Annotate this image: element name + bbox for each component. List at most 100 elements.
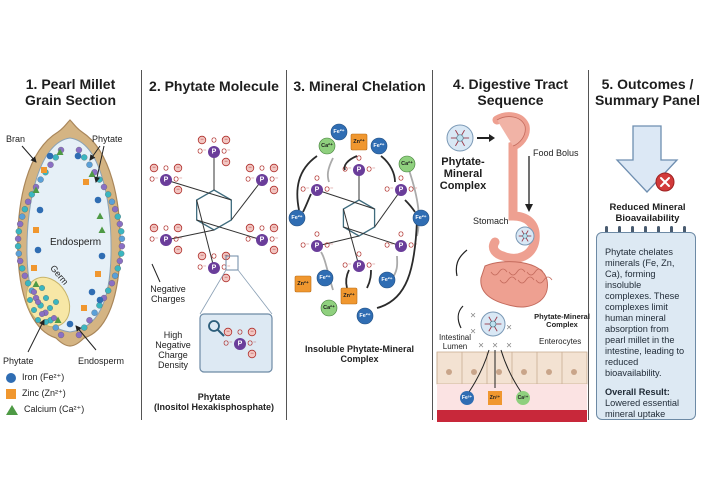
inositol-ring — [196, 189, 232, 231]
legend-calcium: Calcium (Ca²⁺) — [6, 404, 84, 415]
phytate-dot — [118, 228, 125, 235]
phosphorus-atom — [160, 234, 172, 246]
phytate-dot — [39, 285, 45, 291]
svg-text:Fe²⁺: Fe²⁺ — [333, 128, 344, 135]
phytate-dot — [47, 161, 54, 168]
negative-charge-icon — [149, 163, 159, 173]
svg-text:Zn²⁺: Zn²⁺ — [490, 395, 501, 401]
svg-text:O: O — [398, 176, 404, 183]
chelation-caption: Insoluble Phytate-Mineral Complex — [304, 344, 415, 364]
negative-charge-icon — [223, 327, 233, 337]
svg-text:Zn²⁺: Zn²⁺ — [353, 138, 365, 145]
germ — [25, 276, 71, 328]
phosphorus-atom — [395, 184, 407, 196]
iron-icon — [46, 152, 54, 160]
negative-charge-icon — [149, 223, 159, 233]
negative-charge-icon — [247, 327, 257, 337]
svg-text:−: − — [224, 137, 228, 143]
iron-icon — [66, 320, 74, 328]
phytate-dot — [100, 183, 108, 191]
svg-text:−: − — [176, 187, 180, 193]
phytate-dot — [118, 250, 125, 257]
svg-text:P: P — [164, 237, 169, 244]
panel-title: 5. Outcomes / Summary Panel — [594, 76, 701, 108]
complex-core — [522, 233, 528, 239]
svg-text:Zn²⁺: Zn²⁺ — [297, 280, 309, 287]
negative-charge-icon — [221, 157, 231, 167]
label-food-bolus: Food Bolus — [533, 148, 579, 158]
svg-text:P: P — [315, 187, 320, 194]
label-complex-large: Phytate- Mineral Complex — [439, 156, 487, 192]
phosphorus-atom — [208, 262, 220, 274]
calcium-icon — [56, 148, 64, 155]
cell-nucleus — [496, 369, 502, 375]
zinc-icon — [81, 305, 87, 311]
svg-text:−: − — [200, 253, 204, 259]
binding-arrow — [404, 199, 416, 213]
intestine-loop — [517, 276, 535, 284]
cell-nucleus — [521, 369, 527, 375]
panel-title: 3. Mineral Chelation — [293, 78, 426, 94]
intestines — [480, 261, 548, 308]
svg-text:−: − — [272, 225, 276, 231]
phytate-dot — [108, 280, 116, 287]
negative-charge-icon — [173, 245, 183, 255]
label-stomach: Stomach — [473, 216, 509, 226]
svg-text:O⁻: O⁻ — [384, 187, 393, 194]
svg-text:O⁻: O⁻ — [197, 149, 206, 156]
label-bran: Bran — [6, 134, 26, 144]
iron-icon — [88, 288, 96, 296]
svg-text:O⁻: O⁻ — [342, 263, 351, 270]
grain-illustration — [14, 119, 126, 353]
svg-text:O⁻: O⁻ — [245, 237, 254, 244]
label-intestinal-lumen: Intestinal Lumen — [438, 333, 472, 351]
svg-text:−: − — [200, 137, 204, 143]
svg-text:O: O — [314, 232, 320, 239]
mouth — [496, 116, 526, 147]
svg-text:P: P — [238, 341, 243, 348]
svg-text:O: O — [356, 156, 362, 163]
phytate-dot — [21, 206, 29, 213]
label-endosperm-center: Endosperm — [50, 237, 102, 248]
blocked-icon: × — [470, 327, 476, 338]
svg-text:−: − — [152, 165, 156, 171]
complex-core — [489, 320, 497, 328]
phytate-dot — [52, 324, 59, 331]
phytate-dot — [75, 331, 83, 339]
zoom-line — [237, 269, 273, 315]
calcium-triangle-icon — [6, 404, 18, 415]
negative-charge-icon — [173, 185, 183, 195]
phosphorus-atom — [353, 164, 365, 176]
zinc-ion — [488, 391, 502, 405]
svg-text:O⁻: O⁻ — [223, 341, 232, 348]
zinc-icon — [41, 167, 47, 173]
phosphorus-atom — [160, 174, 172, 186]
bond — [316, 235, 360, 247]
binding-arrow — [366, 269, 372, 289]
phytate-dot — [15, 250, 22, 257]
phytate-dot — [14, 243, 22, 250]
phytate-dot — [47, 305, 53, 311]
absorb-arrow — [468, 349, 490, 393]
phytate-dot — [43, 295, 49, 301]
phytate-dot — [37, 176, 44, 183]
binding-arrow — [302, 193, 312, 213]
phytate-dot — [111, 272, 119, 279]
negative-charge-icon — [221, 135, 231, 145]
cell-nucleus — [571, 369, 577, 375]
phytate-dot — [75, 146, 83, 154]
svg-text:−: − — [152, 225, 156, 231]
phytate-dot — [19, 213, 26, 220]
phytate-dot — [116, 257, 123, 265]
phytate-dot — [35, 299, 41, 305]
legend-zinc: Zinc (Zn²⁺) — [6, 388, 66, 399]
label-phytate-bottom: Phytate — [3, 356, 34, 366]
svg-text:Fe²⁺: Fe²⁺ — [319, 274, 330, 281]
svg-text:O: O — [398, 232, 404, 239]
negative-charge-icon — [173, 223, 183, 233]
phytate-dot — [116, 220, 123, 228]
phytate-dot — [24, 280, 32, 287]
phytate-dot — [108, 198, 116, 205]
panel-outcomes: 5. Outcomes / Summary Panel Reduced Mine… — [589, 70, 706, 425]
